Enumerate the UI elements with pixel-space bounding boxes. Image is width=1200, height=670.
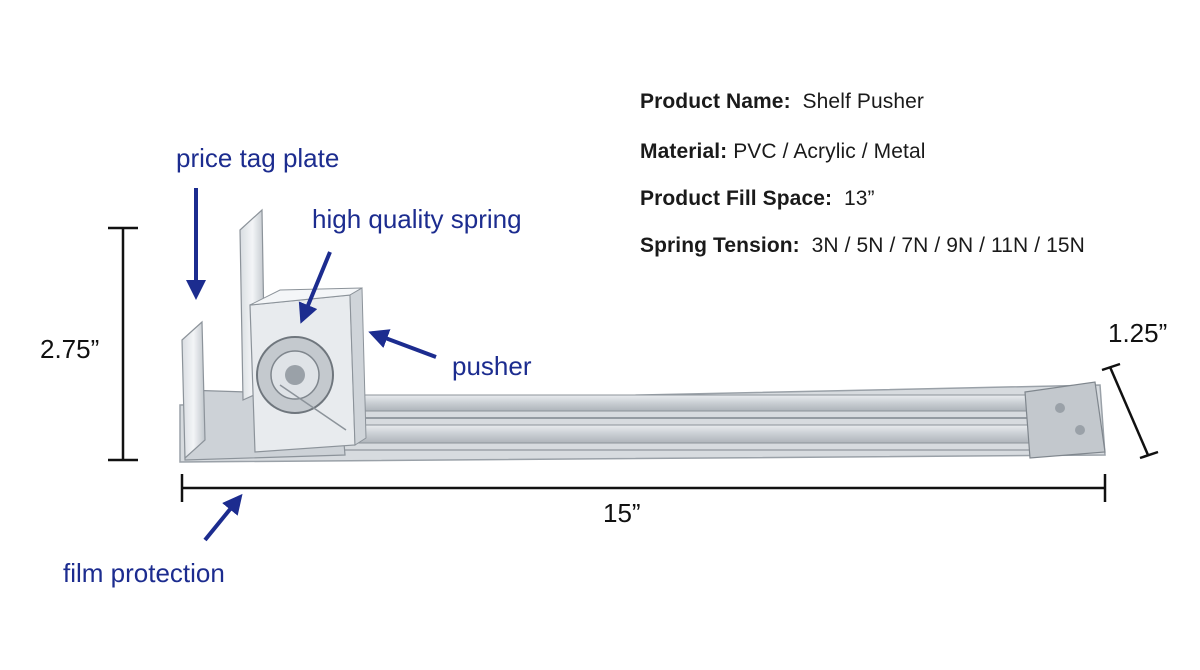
spec-label: Material: [640,140,728,163]
rail-upper [339,394,1041,412]
spec-material: Material: PVC / Acrylic / Metal [640,140,926,164]
spec-fill-space: Product Fill Space: 13” [640,187,875,211]
spec-value: 13” [843,187,875,210]
callout-high-quality-spring: high quality spring [312,204,522,234]
callout-film-protection: film protection [63,558,225,588]
dimension-height-label: 2.75” [40,334,99,364]
spec-label: Product Name: [640,90,791,113]
arrow-film-protection [203,493,243,542]
callout-price-tag-plate: price tag plate [176,143,339,173]
end-cap [1024,381,1106,459]
spec-spring-tension: Spring Tension: 3N / 5N / 7N / 9N / 11N … [640,234,1085,258]
dimension-length-label: 15” [603,498,641,528]
dimension-width [1101,362,1159,460]
price-tag-plate [181,320,206,460]
spec-value: 3N / 5N / 7N / 9N / 11N / 15N [811,234,1085,257]
dimension-length [180,474,1107,502]
spec-value: PVC / Acrylic / Metal [733,140,926,163]
spec-label: Product Fill Space: [640,187,833,210]
spec-value: Shelf Pusher [802,90,924,113]
arrow-high-quality-spring [298,251,332,324]
shelf-pusher-product [179,208,1106,463]
dimension-width-label: 1.25” [1108,318,1167,348]
spec-label: Spring Tension: [640,234,800,257]
dimension-height [108,226,138,462]
rail-lower [339,424,1041,444]
arrow-pusher [368,329,437,359]
callout-pusher: pusher [452,351,532,381]
spec-product-name: Product Name: Shelf Pusher [640,90,924,114]
